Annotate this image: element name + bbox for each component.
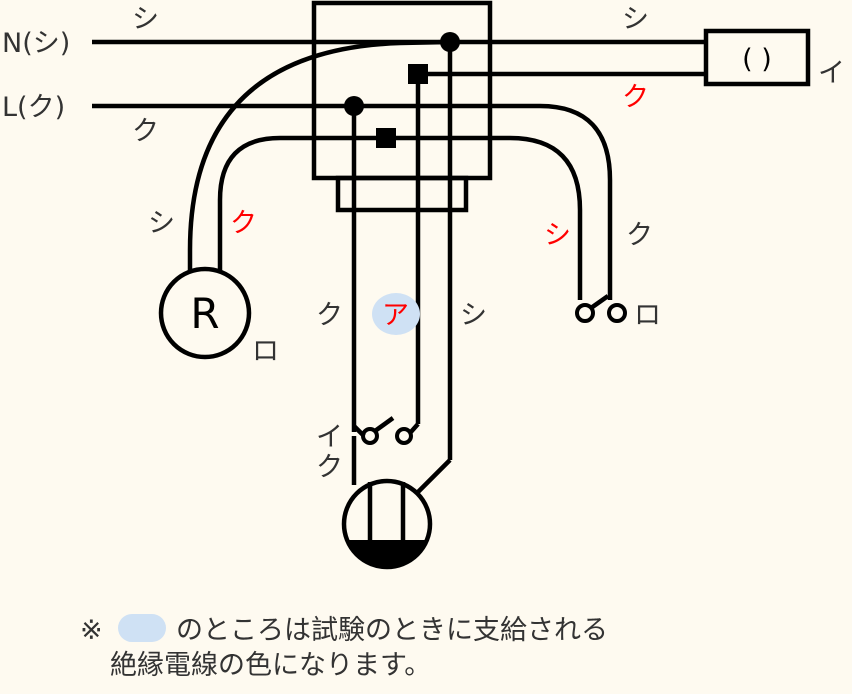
junction-box [311,0,493,181]
outlet-box [703,28,811,87]
wire-label: ク [132,116,159,147]
lamp-lead-right [414,458,452,496]
note-line-1: のところは試験のときに支給される [176,615,608,646]
switch-tag-ku: ク [316,452,343,483]
connector-dot-n [440,32,460,52]
switch-center-pin-right [395,427,413,445]
source-label-n: N(シ) [2,28,70,59]
wire-label: ク [230,208,257,239]
wire-label: シ [622,4,649,35]
wire-label: シ [132,4,159,35]
switch-center-lead-left [352,424,366,438]
connector-square-outlet [408,64,428,84]
receptacle-r [158,266,252,360]
wire-label: ク [316,300,343,331]
switch-right-pin-left [575,303,595,323]
note-line-2: 絶縁電線の色になります。 [110,650,431,681]
switch-center-lever [373,416,395,433]
source-label-l: L(ク) [2,92,65,123]
connector-square-r [376,128,396,148]
wire-to-right-switch-shi [386,135,583,300]
switch-right-lever [589,294,610,310]
switch-right-tag: ロ [634,300,661,331]
switch-tag-i: イ [316,422,343,453]
receptacle-r-tag: ロ [252,336,279,367]
switch-center-pin-left [361,427,379,445]
wire-label: シ [544,220,571,251]
wire-label: シ [460,300,487,331]
wire-n-to-r [187,39,451,272]
color-highlight-a [372,293,420,335]
switch-center-lead-right [408,422,420,435]
outlet-box-label: ( ) [742,44,772,75]
note-mark: ※ [80,615,103,646]
wire-r-ku [217,135,386,272]
junction-box-base [335,175,469,213]
wire-label: ク [622,82,649,113]
switch-right-pin-right [607,303,627,323]
outlet-tag: イ [818,58,845,89]
connector-dot-l [344,96,364,116]
note-color-swatch [118,614,166,642]
wire-label: ク [626,220,653,251]
wire-label-a: ア [382,300,409,331]
wire-to-right-switch-ku [358,103,613,300]
wire-label: シ [148,208,175,239]
receptacle-r-symbol: R [190,289,219,338]
lamp-outline [341,478,433,570]
